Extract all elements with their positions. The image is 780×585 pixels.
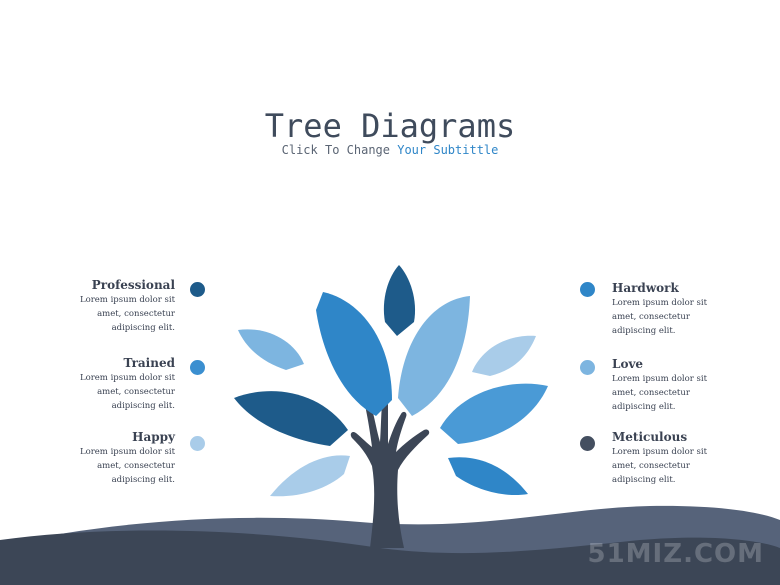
item-body-line: Lorem ipsum dolor sit — [79, 447, 175, 457]
tree-trunk — [350, 401, 430, 548]
watermark: 51MIZ.COM — [587, 539, 764, 569]
item-heading: Happy — [132, 430, 175, 444]
item-body: Lorem ipsum dolor sit amet, consectetur … — [612, 372, 752, 414]
subtitle-accent: Your Subtittle — [397, 143, 499, 157]
item-body-line: Lorem ipsum dolor sit — [612, 447, 708, 457]
bullet-dot-hardwork — [580, 282, 595, 297]
item-body-line: amet, consectetur — [612, 461, 690, 471]
ground-hill-front — [0, 530, 780, 585]
leaf-mid-right — [440, 383, 548, 444]
item-body-line: amet, consectetur — [612, 388, 690, 398]
item-body-line: adipiscing elit. — [111, 475, 175, 485]
item-heading: Professional — [91, 278, 175, 292]
item-body: Lorem ipsum dolor sit amet, consectetur … — [35, 371, 175, 413]
item-body-line: Lorem ipsum dolor sit — [612, 298, 708, 308]
item-heading: Meticulous — [612, 430, 688, 444]
item-body-line: adipiscing elit. — [612, 402, 676, 412]
item-body-line: amet, consectetur — [97, 387, 175, 397]
item-heading: Love — [612, 357, 644, 371]
leaf-top — [383, 265, 416, 336]
leaf-upper-left — [238, 329, 304, 370]
item-body: Lorem ipsum dolor sit amet, consectetur … — [35, 293, 175, 335]
bullet-dot-professional — [190, 282, 205, 297]
item-meticulous: Meticulous Lorem ipsum dolor sit amet, c… — [612, 429, 752, 487]
item-body: Lorem ipsum dolor sit amet, consectetur … — [612, 296, 752, 338]
subtitle-prefix: Click To Change — [281, 143, 398, 157]
item-trained: Trained Lorem ipsum dolor sit amet, cons… — [35, 355, 175, 413]
item-body-line: Lorem ipsum dolor sit — [79, 373, 175, 383]
bullet-dot-love — [580, 360, 595, 375]
item-body: Lorem ipsum dolor sit amet, consectetur … — [612, 445, 752, 487]
bullet-dot-trained — [190, 360, 205, 375]
item-hardwork: Hardwork Lorem ipsum dolor sit amet, con… — [612, 280, 752, 338]
bullet-dot-meticulous — [580, 436, 595, 451]
leaf-upper-right — [472, 335, 536, 376]
item-body-line: adipiscing elit. — [612, 475, 676, 485]
item-body-line: amet, consectetur — [97, 309, 175, 319]
leaf-big-center-left — [316, 292, 392, 416]
item-body-line: amet, consectetur — [97, 461, 175, 471]
leaf-low-right — [448, 457, 528, 496]
item-body: Lorem ipsum dolor sit amet, consectetur … — [35, 445, 175, 487]
leaf-mid-left — [234, 391, 348, 446]
leaf-big-center-right — [398, 296, 470, 416]
bullet-dot-happy — [190, 436, 205, 451]
item-professional: Professional Lorem ipsum dolor sit amet,… — [35, 277, 175, 335]
page-subtitle: Click To Change Your Subtittle — [0, 142, 780, 158]
item-body-line: Lorem ipsum dolor sit — [612, 374, 708, 384]
item-heading: Hardwork — [612, 281, 679, 295]
leaf-low-left — [270, 455, 350, 497]
item-body-line: adipiscing elit. — [111, 323, 175, 333]
item-happy: Happy Lorem ipsum dolor sit amet, consec… — [35, 429, 175, 487]
item-body-line: adipiscing elit. — [612, 326, 676, 336]
item-heading: Trained — [123, 356, 175, 370]
item-body-line: adipiscing elit. — [111, 401, 175, 411]
item-love: Love Lorem ipsum dolor sit amet, consect… — [612, 356, 752, 414]
item-body-line: amet, consectetur — [612, 312, 690, 322]
page-title: Tree Diagrams — [264, 107, 516, 145]
item-body-line: Lorem ipsum dolor sit — [79, 295, 175, 305]
